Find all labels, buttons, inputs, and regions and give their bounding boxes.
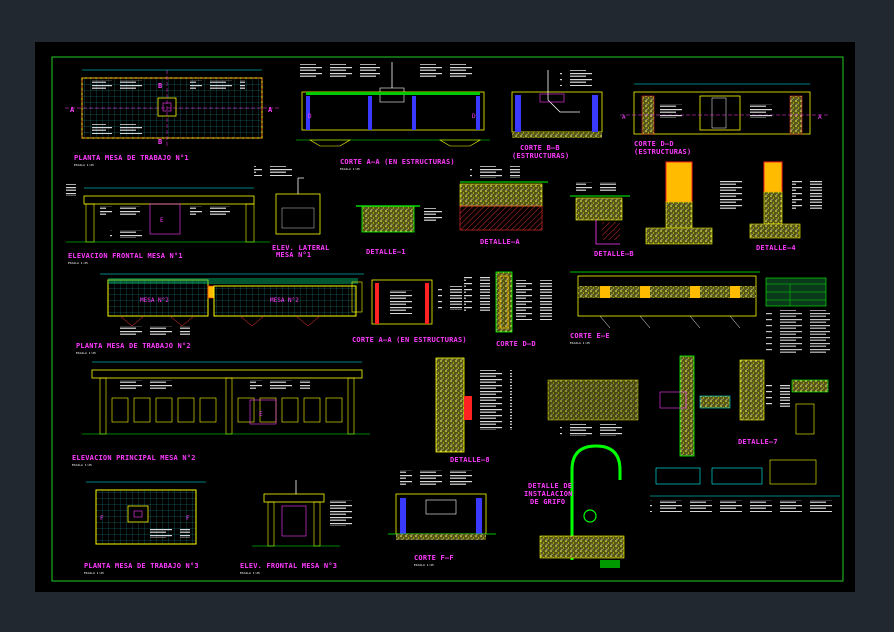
elevation-front-table-1: E ELEVACION FRONTAL MESA N°1 ESCALA 1:25 xyxy=(66,184,270,265)
section-d-d-middle: CORTE D—D xyxy=(464,271,552,348)
title-section-a-a-middle: CORTE A—A (EN ESTRUCTURAS) xyxy=(352,336,467,344)
scale-plan-table-2: ESCALA 1:25 xyxy=(76,351,96,355)
section-e-e: CORTE E—E ESCALA 1:25 xyxy=(570,271,760,345)
plan-table-3: F F PLANTA MESA DE TRABAJO N°3 ESCALA 1:… xyxy=(84,481,206,575)
plan-table-2-label-left: MESA N°2 xyxy=(140,297,169,304)
title-detail-8: DETALLE—8 xyxy=(450,456,490,464)
subtitle-section-b-b: (ESTRUCTURAS) xyxy=(512,152,569,160)
elevation-main-table-2: E ELEVACION PRINCIPAL MESA N°2 ESCALA 1:… xyxy=(72,361,370,467)
title-section-a-a-top: CORTE A—A (EN ESTRUCTURAS) xyxy=(340,158,455,166)
section-mark-a-left: A xyxy=(70,106,75,114)
section-b-b: CORTE B—B (ESTRUCTURAS) xyxy=(511,70,603,160)
title-section-d-d-middle: CORTE D—D xyxy=(496,340,536,348)
detail-8: DETALLE—8 xyxy=(435,357,512,464)
subtitle-section-d-d-top: (ESTRUCTURAS) xyxy=(634,148,691,156)
elev2-mark-e: E xyxy=(259,411,263,418)
title-detail-b: DETALLE—B xyxy=(594,250,634,258)
scale-section-a-a-top: ESCALA 1:25 xyxy=(340,167,360,171)
title-elev-side-table-1: ELEV. LATERAL xyxy=(272,244,329,252)
detail-a: DETALLE—A xyxy=(459,166,548,246)
title-faucet-detail-2: INSTALACION xyxy=(524,490,573,498)
scale-elevation-front-table-1: ESCALA 1:25 xyxy=(68,261,88,265)
scale-elev-front-table-3: ESCALA 1:25 xyxy=(240,571,260,575)
elevation-front-table-3: ELEV. FRONTAL MESA N°3 ESCALA 1:25 xyxy=(240,480,356,575)
plan3-mark-f1: F xyxy=(100,515,104,522)
drawing-frame xyxy=(51,56,844,582)
scale-section-f-f: ESCALA 1:25 xyxy=(414,563,434,567)
detail-1: DETALLE—1 xyxy=(356,205,448,256)
title-faucet-detail-3: DE GRIFO xyxy=(530,498,565,506)
section-a-mark-d1: D xyxy=(308,113,312,120)
detail-b: DETALLE—B xyxy=(570,182,634,258)
bottom-right-details xyxy=(650,459,840,512)
scale-section-e-e: ESCALA 1:25 xyxy=(570,341,590,345)
title-plan-table-3: PLANTA MESA DE TRABAJO N°3 xyxy=(84,562,199,570)
plan3-mark-f2: F xyxy=(186,515,190,522)
section-f-f: CORTE F—F ESCALA 1:25 xyxy=(388,470,496,567)
elev1-mark-e: E xyxy=(160,217,164,224)
elevation-side-table-1: ELEV. LATERAL MESA N°1 xyxy=(254,166,329,259)
faucet-detail: DETALLE DE INSTALACION DE GRIFO xyxy=(524,379,639,568)
plan-table-2: MESA N°2 MESA N°2 PLANTA MESA DE TRABAJO… xyxy=(76,273,364,355)
scale-plan-table-1: ESCALA 1:25 xyxy=(74,163,94,167)
title-section-f-f: CORTE F—F xyxy=(414,554,454,562)
general-notes xyxy=(765,277,830,354)
plan-table-1: A A B B PLANTA MESA DE TRABAJO N°1 ESCAL… xyxy=(65,69,280,167)
title-detail-4: DETALLE—4 xyxy=(756,244,796,252)
title-plan-table-2: PLANTA MESA DE TRABAJO N°2 xyxy=(76,342,191,350)
title-detail-a: DETALLE—A xyxy=(480,238,520,246)
section-a-mark-d2: D xyxy=(472,113,476,120)
section-a-a-top: D D CORTE A—A (EN ESTRUCTURAS) ESCALA 1:… xyxy=(296,62,490,171)
detail-4: DETALLE—4 xyxy=(645,161,822,252)
title-plan-table-1: PLANTA MESA DE TRABAJO N°1 xyxy=(74,154,189,162)
subtitle-elev-side-table-1: MESA N°1 xyxy=(276,251,311,259)
title-section-d-d-top: CORTE D—D xyxy=(634,140,674,148)
title-detail-7: DETALLE—7 xyxy=(738,438,778,446)
section-d-mark-a1: A xyxy=(622,114,626,121)
detail-7: DETALLE—7 xyxy=(659,355,829,457)
scale-elevation-main-table-2: ESCALA 1:25 xyxy=(72,463,92,467)
section-mark-b-top: B xyxy=(158,82,162,90)
plan-table-2-label-right: MESA N°2 xyxy=(270,297,299,304)
title-detail-1: DETALLE—1 xyxy=(366,248,406,256)
title-elevation-main-table-2: ELEVACION PRINCIPAL MESA N°2 xyxy=(72,454,196,462)
section-a-a-middle: CORTE A—A (EN ESTRUCTURAS) xyxy=(352,279,467,344)
section-d-mark-a2: A xyxy=(818,114,822,121)
title-elev-front-table-3: ELEV. FRONTAL MESA N°3 xyxy=(240,562,337,570)
scale-plan-table-3: ESCALA 1:25 xyxy=(84,571,104,575)
title-section-b-b: CORTE B—B xyxy=(520,144,560,152)
title-faucet-detail-1: DETALLE DE xyxy=(528,482,572,490)
title-elevation-front-table-1: ELEVACION FRONTAL MESA N°1 xyxy=(68,252,183,260)
section-mark-b-bottom: B xyxy=(158,138,162,146)
section-mark-a-right: A xyxy=(268,106,273,114)
title-section-e-e: CORTE E—E xyxy=(570,332,610,340)
section-d-d-top: A A CORTE D—D (ESTRUCTURAS) xyxy=(620,83,830,156)
